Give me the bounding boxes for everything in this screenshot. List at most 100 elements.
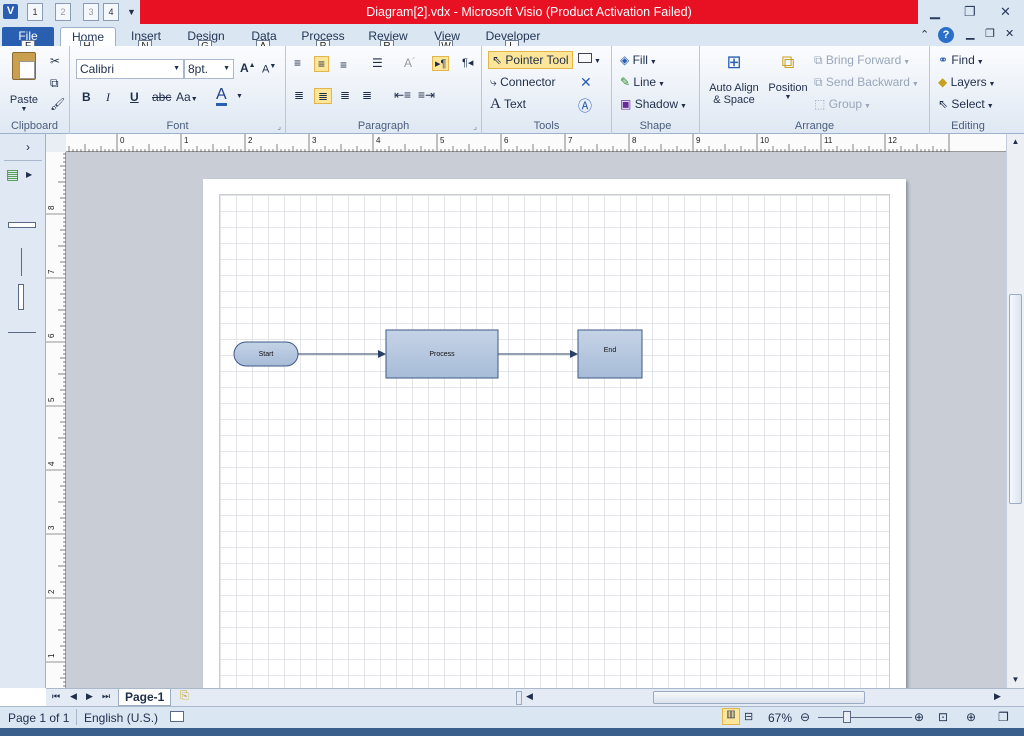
vertical-scroll-thumb[interactable] [1009, 294, 1022, 504]
format-painter-icon[interactable]: 🖌 [50, 97, 66, 111]
scroll-up-icon[interactable]: ▲ [1011, 137, 1020, 146]
zoom-slider-track[interactable] [818, 717, 912, 718]
shrink-font-icon[interactable]: A▼ [262, 63, 277, 76]
qat-customize-icon[interactable]: ▼ [127, 7, 136, 17]
font-dialog-launcher-icon[interactable]: ⌟ [277, 122, 281, 131]
font-family-select[interactable]: Calibri▼ [76, 59, 184, 79]
align-bottom-icon[interactable]: ≡ [340, 58, 348, 72]
zoom-out-icon[interactable]: ⊖ [800, 710, 811, 724]
connector-button[interactable]: ⤷ Connector [490, 75, 556, 89]
italic-button[interactable]: I [106, 90, 110, 104]
send-backward-button[interactable]: ⧉ Send Backward ▼ [814, 75, 919, 89]
bring-forward-button[interactable]: ⧉ Bring Forward ▼ [814, 53, 911, 67]
ribbon-minimize-icon[interactable]: ▁ [966, 28, 975, 40]
next-page-icon[interactable]: ▶ [86, 691, 93, 701]
font-size-select[interactable]: 8pt.▼ [184, 59, 234, 79]
align-middle-icon[interactable]: ≡ [314, 56, 330, 72]
expand-panel-icon[interactable]: › [26, 140, 30, 154]
switch-windows-icon[interactable]: ❐ [998, 710, 1009, 724]
previous-page-icon[interactable]: ◀ [70, 691, 77, 701]
justify-icon[interactable]: ≣ [362, 88, 373, 102]
align-left-icon[interactable]: ≣ [294, 88, 305, 102]
layers-button[interactable]: ◆ Layers ▼ [938, 75, 996, 89]
stencil-shape-rect-icon[interactable] [8, 222, 36, 228]
tab-process[interactable]: Process [301, 29, 345, 43]
copy-icon[interactable]: ⧉ [50, 76, 59, 90]
pointer-tool-button[interactable]: ⇖ Pointer Tool [488, 51, 573, 69]
stencil-shape-bar-icon[interactable] [18, 284, 24, 310]
minimize-ribbon-icon[interactable]: ⌃ [920, 29, 930, 41]
bold-button[interactable]: B [82, 90, 91, 104]
increase-indent-icon[interactable]: ≡⇥ [418, 88, 436, 102]
rectangle-tool-icon[interactable]: ▼ [578, 52, 601, 66]
first-page-icon[interactable]: ⏮ [52, 691, 61, 701]
align-right-icon[interactable]: ≣ [340, 88, 351, 102]
scroll-down-icon[interactable]: ▼ [1011, 675, 1020, 684]
pan-zoom-icon[interactable]: ⊕ [966, 710, 977, 724]
paragraph-dialog-launcher-icon[interactable]: ⌟ [473, 122, 477, 131]
end-shape[interactable] [577, 329, 643, 379]
qat-undo-icon[interactable]: 2 [55, 3, 71, 21]
restore-button[interactable]: ❐ [964, 4, 976, 19]
page-count-status[interactable]: Page 1 of 1 [8, 711, 70, 725]
ribbon-restore-icon[interactable]: ❐ [985, 28, 995, 40]
auto-align-button[interactable]: ⊞ Auto Align & Space [704, 52, 764, 106]
tab-review[interactable]: Review [368, 29, 408, 43]
font-color-dropdown-icon[interactable]: ▼ [236, 93, 243, 100]
minimize-button[interactable]: ▁ [930, 4, 940, 19]
tab-design[interactable]: Design [187, 29, 225, 43]
bullets-icon[interactable]: ☰ [372, 56, 383, 70]
cut-icon[interactable]: ✂ [50, 54, 61, 68]
group-button[interactable]: ⬚ Group ▼ [814, 97, 871, 111]
text-block-icon[interactable]: Aᐟ [404, 56, 415, 70]
text-tool-button[interactable]: A Text [490, 96, 526, 112]
language-status[interactable]: English (U.S.) [84, 711, 159, 725]
vertical-scrollbar[interactable]: ▲ ▼ [1006, 134, 1024, 688]
tab-file[interactable]: File [2, 27, 54, 46]
text-direction-rtl-icon[interactable]: ¶◂ [462, 57, 474, 69]
stencil-horizontal-line-icon[interactable] [8, 332, 36, 333]
change-case-button[interactable]: Aa▼ [176, 90, 198, 104]
tab-view[interactable]: View [434, 29, 460, 43]
help-icon[interactable]: ? [938, 27, 954, 43]
page-tab-page-1[interactable]: Page-1 [118, 689, 172, 706]
more-shapes-icon[interactable]: ▤ [6, 166, 20, 182]
position-button[interactable]: ⧉ Position ▼ [764, 52, 812, 101]
scroll-right-icon[interactable]: ▶ [994, 691, 1001, 701]
macro-record-icon[interactable] [170, 711, 184, 722]
qat-item-4-icon[interactable]: 4 [103, 3, 119, 21]
zoom-level[interactable]: 67% [768, 711, 793, 725]
zoom-in-icon[interactable]: ⊕ [914, 710, 925, 724]
presentation-view-icon[interactable]: ⊟ [744, 711, 754, 723]
tab-insert[interactable]: Insert [130, 29, 161, 43]
find-button[interactable]: ⚭ Find ▼ [938, 53, 984, 67]
qat-save-icon[interactable]: 1 [27, 3, 43, 21]
ribbon-close-icon[interactable]: ✕ [1005, 28, 1015, 40]
last-page-icon[interactable]: ⏭ [102, 691, 111, 701]
text-direction-icon[interactable]: ▸¶ [432, 56, 450, 71]
decrease-indent-icon[interactable]: ⇤≡ [394, 88, 412, 102]
tab-developer[interactable]: Developer [485, 29, 541, 43]
process-shape[interactable] [385, 329, 499, 379]
insert-page-icon[interactable]: ⎘ [180, 690, 189, 702]
shadow-button[interactable]: ▣ Shadow ▼ [620, 97, 687, 111]
text-block-tool-icon[interactable]: Ⓐ [578, 98, 592, 114]
fill-button[interactable]: ◈ Fill ▼ [620, 53, 657, 67]
grow-font-icon[interactable]: A▲ [240, 61, 256, 75]
close-button[interactable]: ✕ [1000, 4, 1011, 19]
stencil-vertical-line-icon[interactable] [21, 248, 22, 276]
tab-home[interactable]: Home [60, 27, 116, 46]
horizontal-scroll-thumb[interactable] [653, 691, 865, 704]
more-shapes-arrow-icon[interactable]: ▶ [26, 170, 33, 179]
zoom-slider-thumb[interactable] [843, 711, 851, 723]
normal-view-icon[interactable]: ▥ [722, 708, 740, 725]
align-top-icon[interactable]: ≡ [294, 56, 302, 70]
font-color-icon[interactable]: A [216, 87, 227, 106]
connection-point-icon[interactable]: ✕ [580, 74, 592, 90]
qat-redo-icon[interactable]: 3 [83, 3, 99, 21]
split-handle[interactable] [516, 691, 522, 705]
tab-data[interactable]: Data [251, 29, 277, 43]
line-button[interactable]: ✎ Line ▼ [620, 75, 665, 89]
